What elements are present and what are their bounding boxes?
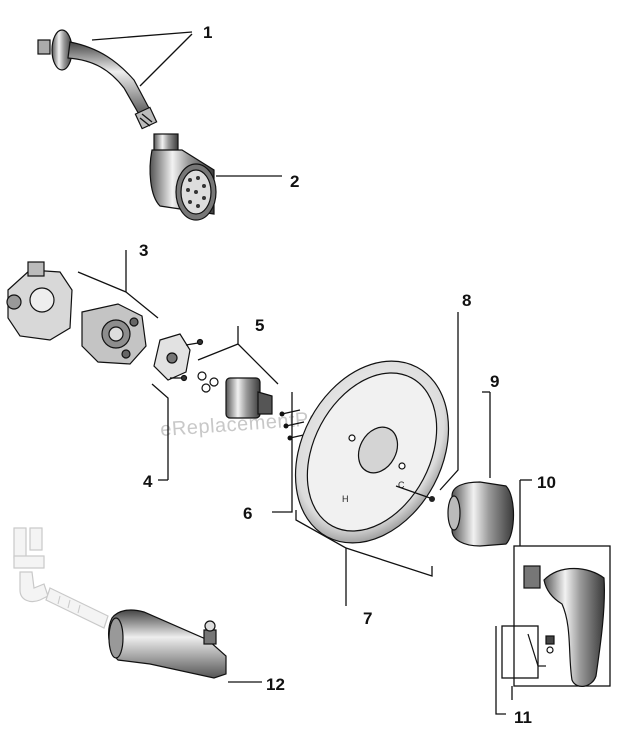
callout-1: 1	[203, 23, 212, 42]
callout-6: 6	[243, 504, 252, 523]
callout-10: 10	[537, 473, 556, 492]
callout-8: 8	[462, 291, 471, 310]
stop-screw-part	[395, 485, 435, 502]
cartridge-part	[197, 371, 273, 419]
lever-handle-part	[501, 545, 611, 687]
callout-7: 7	[363, 609, 372, 628]
callout-3: 3	[139, 241, 148, 260]
cold-mark: C	[398, 480, 405, 490]
handle-sleeve-part	[447, 481, 515, 547]
tub-spout-part	[108, 609, 227, 679]
callout-4: 4	[143, 472, 153, 491]
hot-mark: H	[342, 494, 349, 504]
escutcheon-plate-part: H C	[294, 360, 450, 544]
mounting-plate-part	[153, 333, 204, 382]
callout-12: 12	[266, 675, 285, 694]
screws-part	[279, 409, 309, 441]
valve-body-part	[6, 261, 73, 341]
valve-cartridge-housing-part	[81, 303, 147, 365]
callout-5: 5	[255, 316, 264, 335]
shower-arm-part	[37, 29, 158, 130]
callout-9: 9	[490, 372, 499, 391]
callout-2: 2	[290, 172, 299, 191]
showerhead-part	[149, 133, 217, 221]
callout-11: 11	[514, 708, 532, 727]
pipe-fittings-ghost	[13, 527, 109, 629]
